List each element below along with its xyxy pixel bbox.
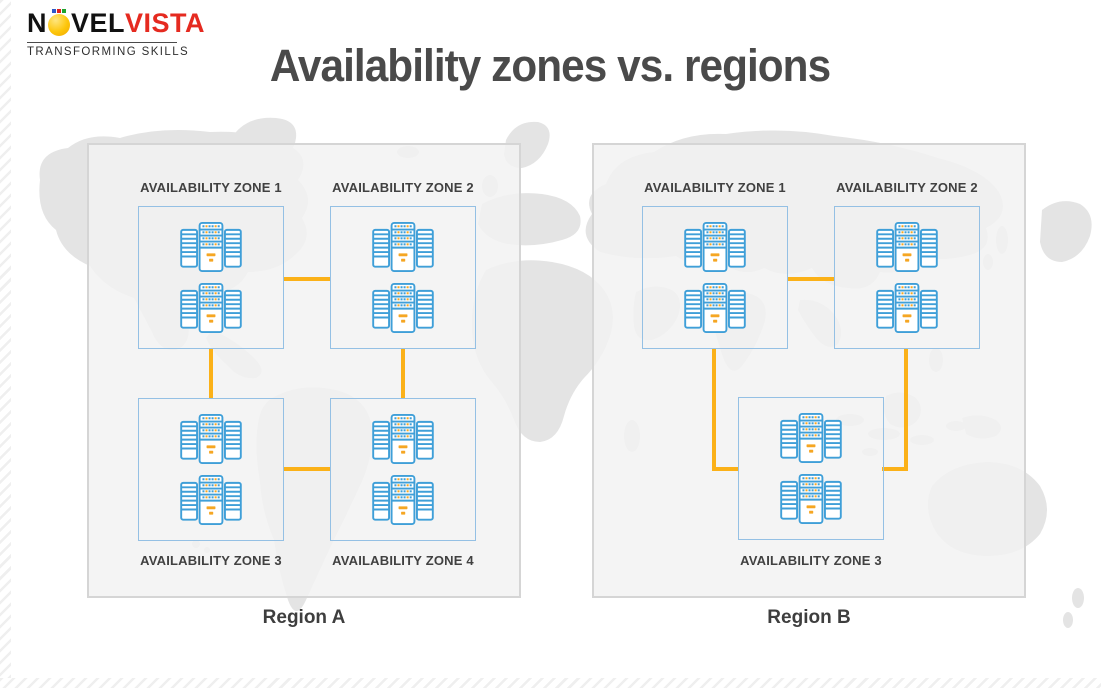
logo-text-vel: VEL [71, 7, 126, 38]
zone-connector-line [712, 467, 739, 471]
region-a-label: Region A [262, 607, 346, 628]
server-rack-icon [875, 282, 939, 334]
page-title: Availability zones vs. regions [270, 40, 831, 91]
server-rack-icon [683, 282, 747, 334]
region-b-label: Region B [767, 607, 851, 628]
server-rack-icon [179, 282, 243, 334]
zone-label: AVAILABILITY ZONE 2 [836, 180, 978, 195]
server-rack-icon [683, 221, 747, 273]
region-b-box: AVAILABILITY ZONE 1 AVAILABILITY ZONE 2 … [592, 143, 1026, 598]
zone-connector-line [712, 349, 716, 471]
availability-zone-box [642, 206, 788, 349]
gold-medal-icon [48, 8, 70, 36]
zone-connector-line [401, 349, 405, 398]
availability-zone-box [330, 398, 476, 541]
zone-label: AVAILABILITY ZONE 1 [140, 180, 282, 195]
zone-connector-line [209, 349, 213, 398]
medal-ribbon-icon [52, 8, 66, 13]
server-rack-icon [875, 221, 939, 273]
availability-zone-box [330, 206, 476, 349]
logo-wordmark: N VEL VISTA [27, 8, 205, 38]
availability-zone-box [138, 206, 284, 349]
region-a-box: AVAILABILITY ZONE 1 AVAILABILITY ZONE 2 … [87, 143, 521, 598]
server-rack-icon [779, 473, 843, 525]
server-rack-icon [371, 413, 435, 465]
zone-connector-line [787, 277, 834, 281]
novelvista-logo: N VEL VISTA TRANSFORMING SKILLS [27, 8, 205, 58]
zone-label: AVAILABILITY ZONE 2 [332, 180, 474, 195]
zone-label: AVAILABILITY ZONE 4 [332, 553, 474, 568]
zone-label: AVAILABILITY ZONE 3 [740, 553, 882, 568]
logo-text-vista: VISTA [125, 7, 206, 38]
zone-connector-line [904, 349, 908, 471]
server-rack-icon [179, 413, 243, 465]
server-rack-icon [371, 282, 435, 334]
server-rack-icon [179, 221, 243, 273]
server-rack-icon [179, 474, 243, 526]
availability-zone-box [738, 397, 884, 540]
availability-zone-box [834, 206, 980, 349]
zone-connector-line [882, 467, 908, 471]
logo-tagline: TRANSFORMING SKILLS [27, 46, 190, 58]
zone-connector-line [284, 467, 330, 471]
server-rack-icon [371, 221, 435, 273]
logo-divider [27, 42, 177, 43]
server-rack-icon [371, 474, 435, 526]
zone-label: AVAILABILITY ZONE 1 [644, 180, 786, 195]
zone-label: AVAILABILITY ZONE 3 [140, 553, 282, 568]
logo-text-n: N [27, 7, 47, 38]
server-rack-icon [779, 412, 843, 464]
zone-connector-line [284, 277, 330, 281]
availability-zone-box [138, 398, 284, 541]
